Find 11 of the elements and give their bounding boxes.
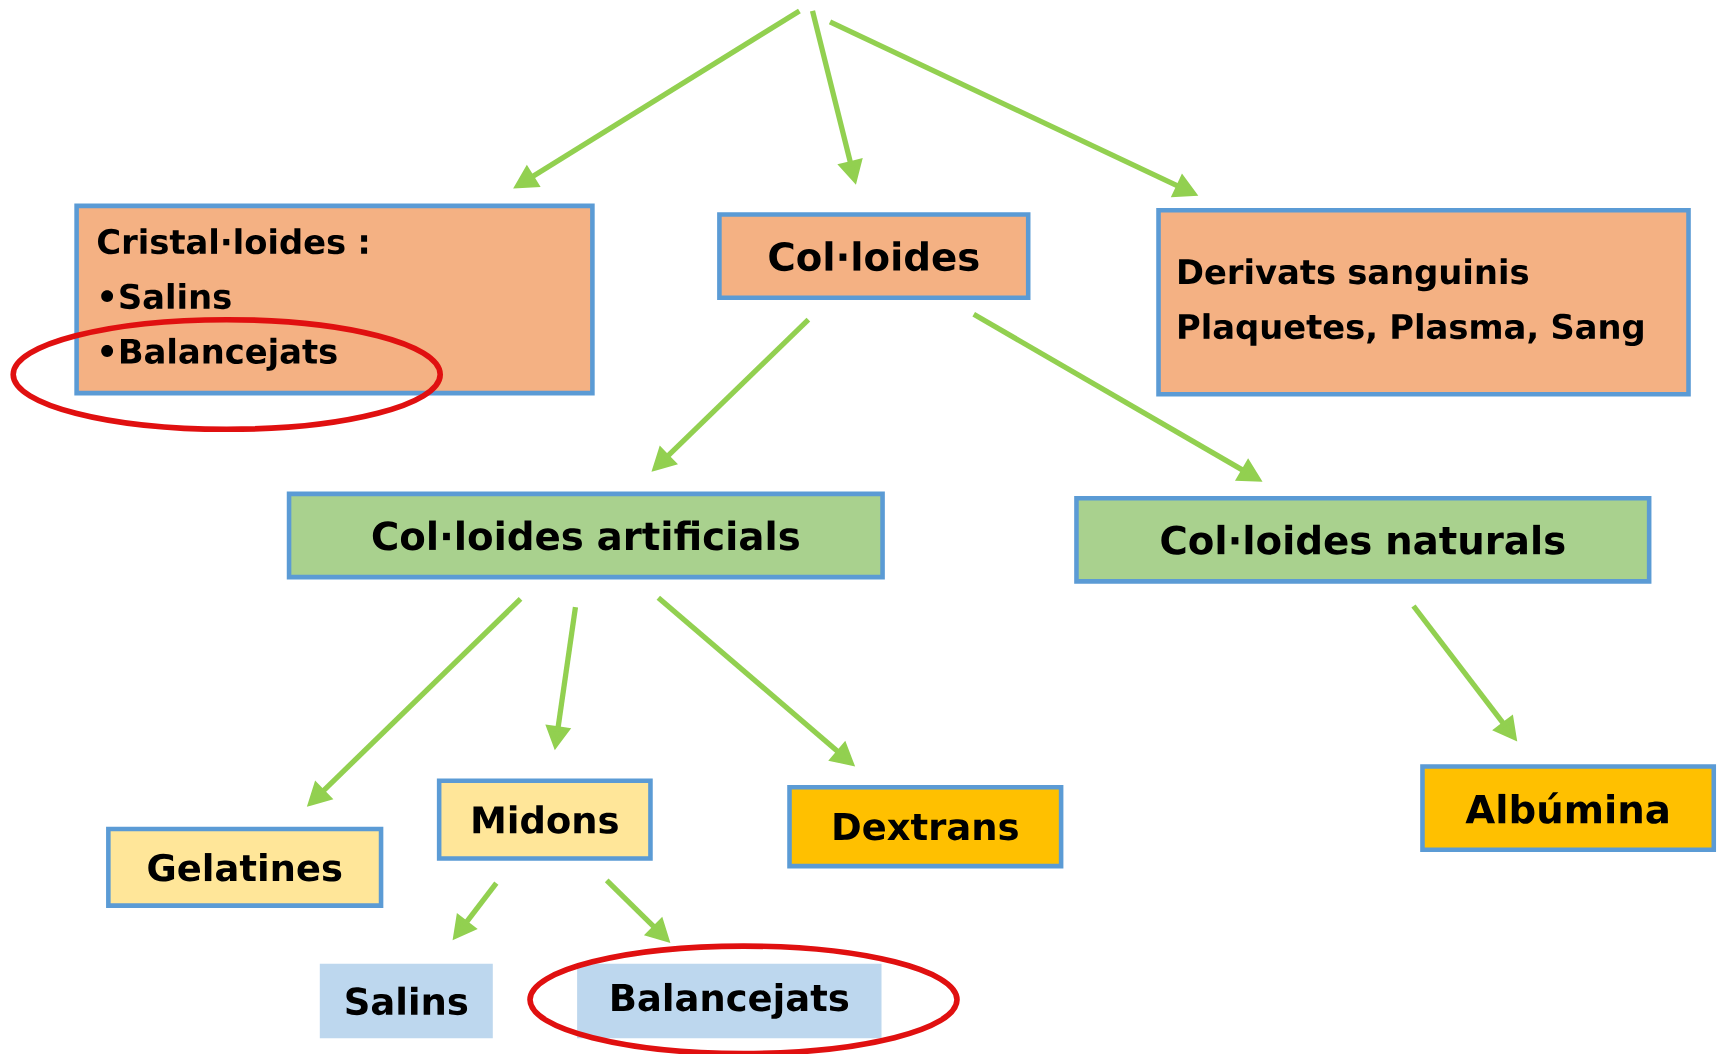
label-box: Salins bbox=[319, 963, 493, 1038]
process-box: Col·loides bbox=[717, 212, 1031, 300]
process-box: Gelatines bbox=[106, 826, 384, 908]
label-box: Balancejats bbox=[577, 963, 882, 1038]
process-box: Cristal·loides : •Salins •Balancejats bbox=[74, 203, 595, 396]
process-box: Dextrans bbox=[787, 784, 1064, 869]
process-box: Midons bbox=[436, 778, 653, 861]
process-box: Derivats sanguinis Plaquetes, Plasma, Sang bbox=[1156, 207, 1691, 397]
process-box: Col·loides naturals bbox=[1074, 495, 1652, 584]
process-box: Albúmina bbox=[1420, 763, 1717, 852]
process-box: Col·loides artificials bbox=[286, 491, 885, 580]
